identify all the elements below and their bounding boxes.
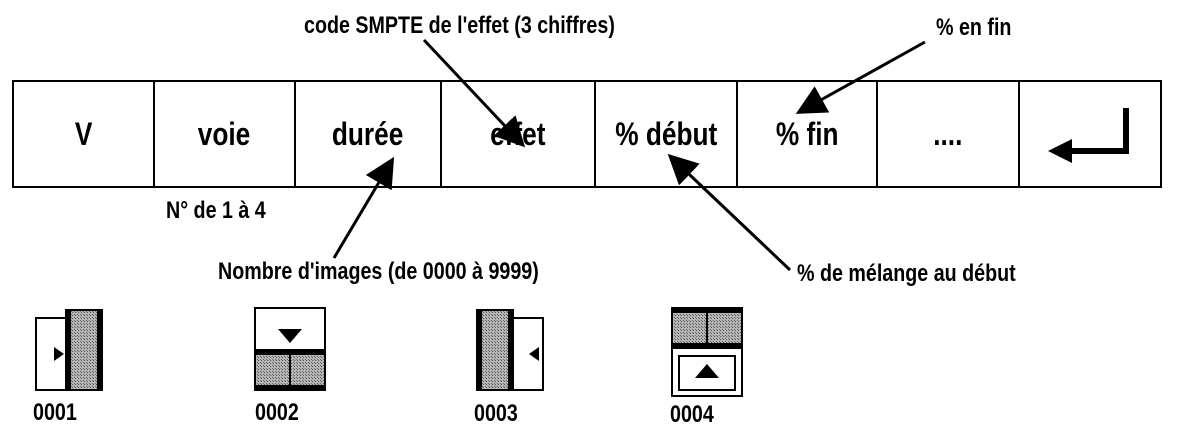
field-fin: % fin xyxy=(738,82,878,186)
field-v: V xyxy=(14,82,155,186)
field-more-label: .... xyxy=(933,115,963,152)
field-voie: voie xyxy=(155,82,296,186)
return-arrow-icon xyxy=(1048,108,1129,163)
field-fin-label: % fin xyxy=(775,115,839,152)
wipe-code-0001: 0001 xyxy=(33,399,77,426)
field-duree: durée xyxy=(296,82,442,186)
wipe-code-0002: 0002 xyxy=(255,399,299,426)
frame-count-annotation: Nombre d'images (de 0000 à 9999) xyxy=(218,258,539,285)
start-mix-arrow xyxy=(667,153,792,272)
smpte-code-annotation: code SMPTE de l'effet (3 chiffres) xyxy=(304,12,615,39)
field-debut: % début xyxy=(596,82,738,186)
wipe-left-icon xyxy=(476,309,544,391)
field-voie-label: voie xyxy=(198,115,251,152)
field-more: .... xyxy=(878,82,1020,186)
start-mix-annotation: % de mélange au début xyxy=(797,260,1016,287)
field-v-label: V xyxy=(74,115,93,152)
wipe-right-icon xyxy=(35,309,103,391)
field-duree-label: durée xyxy=(332,115,404,152)
wipe-down-icon xyxy=(254,307,326,391)
field-debut-label: % début xyxy=(614,115,718,152)
frame-count-arrow xyxy=(332,156,395,259)
wipe-code-0004: 0004 xyxy=(670,401,714,428)
field-enter xyxy=(1020,82,1160,186)
wipe-up-icon xyxy=(671,307,743,397)
voie-range-annotation: N° de 1 à 4 xyxy=(166,197,266,224)
smpte-arrow xyxy=(422,38,526,148)
end-percent-arrow xyxy=(795,40,926,114)
end-percent-annotation: % en fin xyxy=(936,14,1012,41)
wipe-code-0003: 0003 xyxy=(474,400,518,427)
